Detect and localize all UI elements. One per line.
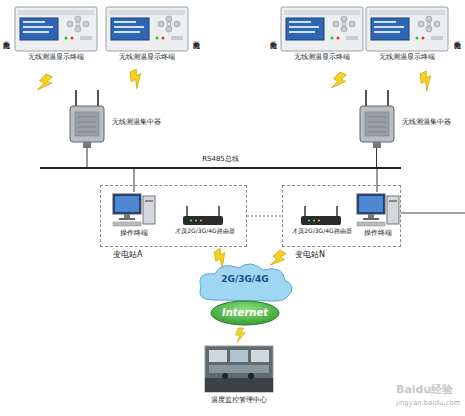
wireless-concentrator-art <box>62 88 112 148</box>
monitoring-center: 温度监控管理中心 <box>205 346 273 410</box>
cellular-router: 才茂2G/3G/4G路由器 <box>169 204 241 242</box>
node-label: 操作终端 <box>105 230 163 237</box>
node-label: 无线测温集中器 <box>402 118 451 126</box>
cellular-router-art <box>169 204 241 242</box>
watermark-url: jingyan.baidu.com <box>396 400 461 408</box>
node-label: RS485总线 <box>40 155 401 163</box>
node-label: 无线测温显示终端 <box>14 53 98 61</box>
node-label: 无线测温集中器 <box>112 118 161 126</box>
cellular-router-art <box>287 204 357 242</box>
node-label: 变电站N <box>295 250 325 259</box>
node-label: 无线测温显示终端 <box>365 53 449 61</box>
bus-wire <box>401 213 465 214</box>
wireless-bolt <box>236 328 246 342</box>
node-label: Internet <box>210 307 280 319</box>
node-label: 温度监控管理中心 <box>199 396 279 404</box>
bus-drop <box>376 148 377 167</box>
operator-terminal: 操作终端 <box>111 192 157 242</box>
display-terminal: 无线测温显示终端 <box>105 6 189 70</box>
substation-group: 变电站N才茂2G/3G/4G路由器操作终端 <box>282 185 401 247</box>
wireless-concentrator-art <box>352 88 402 148</box>
network-link <box>247 216 282 217</box>
substation-group: 变电站A操作终端才茂2G/3G/4G路由器 <box>100 185 247 247</box>
display-terminal: 无线测温显示终端 <box>14 6 98 70</box>
wireless-concentrator: 无线测温集中器 <box>62 88 112 148</box>
node-label: 才茂2G/3G/4G路由器 <box>169 228 241 235</box>
wireless-bolt <box>330 71 348 92</box>
wireless-bolt <box>268 249 287 271</box>
wireless-bolt <box>36 73 54 94</box>
bus-drop <box>377 169 378 192</box>
node-label: 无线测温显示终端 <box>105 53 189 61</box>
watermark: Baidu经验 <box>396 384 453 396</box>
rs485-bus: RS485总线 <box>40 167 401 169</box>
wireless-bolt <box>417 70 435 91</box>
wireless-concentrator: 无线测温集中器 <box>352 88 402 148</box>
internet-ellipse: Internet <box>210 300 280 326</box>
node-label: 操作终端 <box>349 230 407 237</box>
bus-drop <box>134 169 135 192</box>
display-terminal: 无线测温显示终端 <box>365 6 449 70</box>
node-label: 才茂2G/3G/4G路由器 <box>287 228 357 235</box>
node-label: 无线测温显示终端 <box>280 53 364 61</box>
node-label: 2G/3G/4G <box>193 274 297 284</box>
operator-terminal: 操作终端 <box>355 192 399 242</box>
network-cloud: 2G/3G/4G <box>193 260 297 304</box>
bus-drop <box>87 148 88 167</box>
wireless-bolt <box>127 68 145 89</box>
display-terminal: 无线测温显示终端 <box>280 6 364 70</box>
cellular-router: 才茂2G/3G/4G路由器 <box>287 204 357 242</box>
node-label: 变电站A <box>113 250 142 259</box>
